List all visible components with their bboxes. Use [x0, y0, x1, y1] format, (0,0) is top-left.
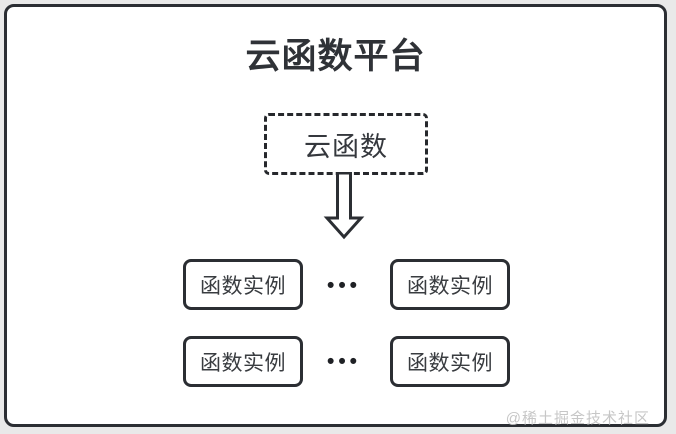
function-instance-box: 函数实例 [390, 259, 510, 310]
diagram-frame: 云函数平台 云函数 函数实例 ••• 函数实例 函数实例 ••• 函数实例 @稀… [4, 4, 667, 427]
function-instance-box: 函数实例 [390, 336, 510, 387]
cloud-function-label: 云函数 [304, 131, 388, 162]
function-instance-box: 函数实例 [183, 259, 303, 310]
diagram-title: 云函数平台 [245, 37, 426, 76]
ellipsis-dots: ••• [326, 274, 362, 297]
watermark: @稀土掘金技术社区 [505, 410, 650, 427]
function-instance-label: 函数实例 [200, 351, 286, 375]
function-instance-label: 函数实例 [407, 274, 493, 298]
function-instance-label: 函数实例 [200, 274, 286, 298]
ellipsis-dots: ••• [326, 350, 362, 373]
function-instance-box: 函数实例 [183, 336, 303, 387]
down-arrow-icon [323, 172, 365, 240]
cloud-function-box: 云函数 [264, 113, 428, 175]
function-instance-label: 函数实例 [407, 351, 493, 375]
